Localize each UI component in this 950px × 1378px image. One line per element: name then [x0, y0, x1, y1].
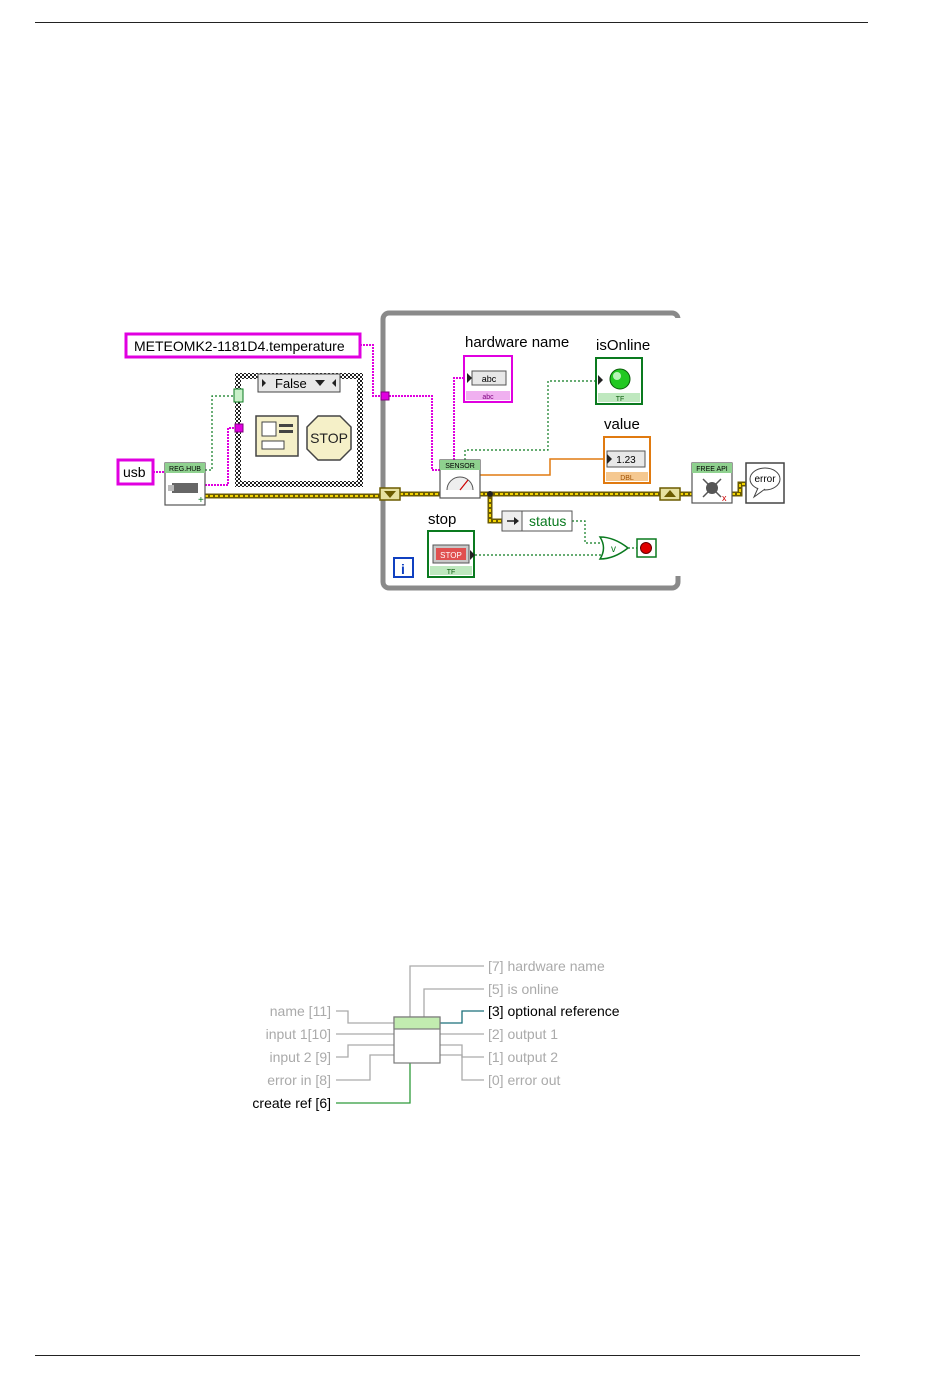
- selector-tunnel: [233, 388, 244, 403]
- usb-constant-text: usb: [123, 464, 146, 480]
- connector-wire-left: [336, 1010, 394, 1024]
- error-wires: [205, 481, 746, 524]
- shift-register-left[interactable]: [379, 487, 401, 501]
- value-type: DBL: [620, 475, 634, 482]
- connector-label-right: [7] hardware name: [488, 958, 605, 974]
- iteration-terminal-text: i: [401, 561, 405, 577]
- usb-constant[interactable]: [116, 458, 155, 486]
- connector-label-right: [3] optional reference: [488, 1003, 620, 1019]
- freeapi-node[interactable]: x: [691, 462, 733, 504]
- freeapi-label: FREE API: [696, 466, 728, 473]
- stop-label: stop: [428, 511, 456, 528]
- or-gate[interactable]: [598, 536, 630, 560]
- loop-condition-terminal[interactable]: [636, 538, 657, 558]
- or-gate-text: v: [611, 544, 616, 555]
- status-label: status: [529, 513, 566, 529]
- is-online-indicator[interactable]: [595, 357, 643, 405]
- connector-label-right: [1] output 2: [488, 1049, 558, 1065]
- connector-label-left: input 1[10]: [266, 1026, 331, 1042]
- is-online-label: isOnline: [596, 337, 650, 354]
- connector-wire-right: [409, 965, 484, 1017]
- connector-wire-right: [440, 1010, 484, 1024]
- connector-wire-left: [336, 1044, 394, 1058]
- connector-label-right: [5] is online: [488, 981, 559, 997]
- sensor-label: SENSOR: [445, 463, 475, 470]
- connector-label-left: create ref [6]: [252, 1095, 331, 1111]
- status-unbundle[interactable]: [487, 491, 573, 532]
- reghub-label: REG.HUB: [169, 466, 201, 473]
- value-indicator[interactable]: [603, 436, 651, 484]
- block-diagram: METEOMK2-1181D4.temperature usb False ST…: [116, 310, 785, 591]
- while-loop[interactable]: [380, 310, 682, 591]
- connector-label-right: [2] output 1: [488, 1026, 558, 1042]
- error-info-icon[interactable]: [255, 415, 299, 457]
- connector-label-left: input 2 [9]: [270, 1049, 332, 1065]
- hardware-name-abc: abc: [482, 374, 497, 384]
- svg-text:+: +: [198, 495, 204, 506]
- connector-wire-right: [440, 1054, 484, 1081]
- case-structure[interactable]: [235, 373, 363, 487]
- hardware-name-indicator[interactable]: [463, 355, 513, 403]
- shift-register-right[interactable]: [659, 487, 681, 501]
- connector-wire-left: [336, 1063, 411, 1104]
- connector-label-right: [0] error out: [488, 1072, 560, 1088]
- hardware-name-label: hardware name: [465, 334, 569, 351]
- name-constant-text: METEOMK2-1181D4.temperature: [134, 338, 345, 354]
- sensor-node[interactable]: [439, 459, 481, 499]
- value-num: 1.23: [616, 455, 636, 466]
- stop-sign-text: STOP: [310, 430, 348, 446]
- stop-control-text: STOP: [440, 551, 462, 560]
- case-selector-value[interactable]: False: [275, 376, 307, 391]
- stop-sign-icon[interactable]: [306, 415, 352, 461]
- iteration-terminal: [393, 557, 414, 578]
- top-rule: [35, 22, 868, 23]
- connector-label-left: name [11]: [270, 1003, 331, 1019]
- stop-control[interactable]: [427, 530, 475, 578]
- value-label: value: [604, 416, 640, 433]
- is-online-type: TF: [616, 396, 625, 403]
- error-handler-node[interactable]: [745, 462, 785, 504]
- svg-text:x: x: [722, 493, 727, 503]
- bottom-rule: [35, 1355, 860, 1356]
- connector-wire-right: [440, 1044, 484, 1058]
- stop-control-type: TF: [447, 569, 456, 576]
- string-wires: [153, 344, 464, 486]
- connector-wire-left: [336, 1054, 394, 1081]
- name-constant[interactable]: [124, 332, 362, 359]
- reghub-node[interactable]: +: [164, 462, 206, 506]
- string-tunnel: [380, 391, 390, 401]
- connector-wire-right: [423, 988, 484, 1017]
- hardware-name-type: abc: [482, 394, 494, 401]
- vi-icon-header: [393, 1016, 441, 1030]
- case-tunnel: [234, 423, 244, 433]
- value-wire: [480, 458, 605, 476]
- connector-label-left: error in [8]: [267, 1072, 331, 1088]
- error-handler-text: error: [754, 474, 776, 485]
